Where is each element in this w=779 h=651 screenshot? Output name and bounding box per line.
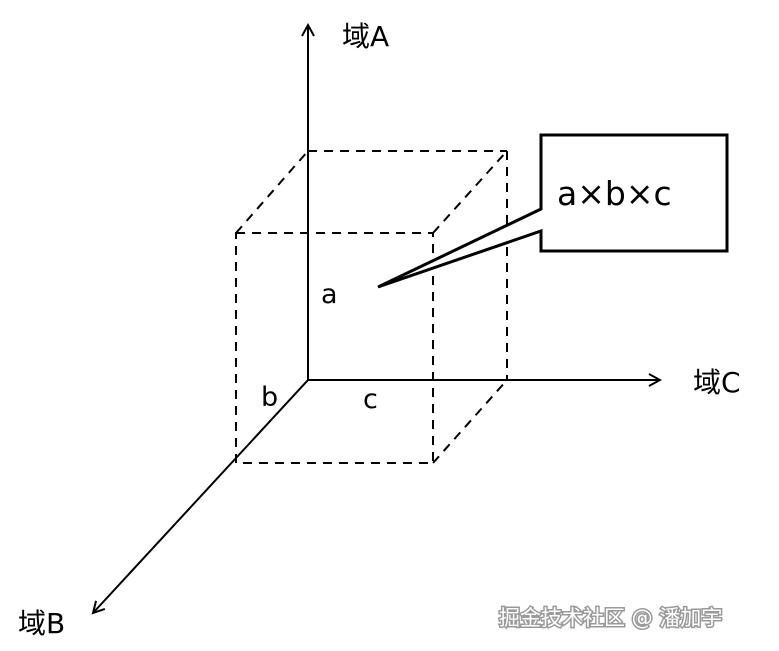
cube-edge — [432, 379, 508, 464]
edge-label-a: a — [321, 279, 338, 310]
cube-back-face — [308, 150, 508, 380]
cube-front-square — [235, 232, 434, 464]
callout-formula: a×b×c — [557, 174, 672, 213]
axis-c-label: 域C — [693, 366, 741, 399]
cube-edge — [235, 150, 309, 234]
cube-front-face — [235, 232, 434, 464]
watermark: 掘金技术社区 @ 潘加宇 — [499, 606, 722, 630]
edge-label-b: b — [261, 382, 278, 413]
callout-box — [377, 133, 729, 289]
edge-label-c: c — [363, 384, 378, 415]
axis-b-line — [93, 379, 309, 613]
cube-depth-edges — [235, 150, 508, 464]
axis-a-label: 域A — [342, 20, 389, 53]
axis-b-label: 域B — [18, 607, 65, 640]
cube-edge — [432, 150, 508, 234]
axes — [93, 25, 660, 613]
